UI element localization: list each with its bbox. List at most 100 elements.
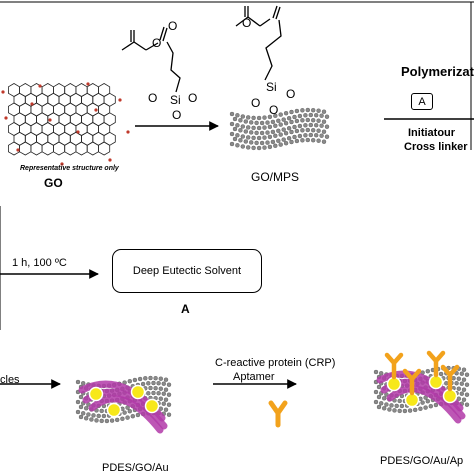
carbon-atom <box>78 394 84 400</box>
oxygen-group <box>1 90 5 94</box>
go-label: GO <box>44 176 63 190</box>
oxygen-group <box>94 108 98 112</box>
carbon-atom <box>413 407 418 413</box>
carbon-atom <box>148 375 153 381</box>
carbon-atom <box>265 140 270 145</box>
carbon-atom <box>389 403 394 408</box>
bound-aptamer <box>426 350 446 378</box>
carbon-atom <box>399 403 405 409</box>
carbon-atom <box>286 125 292 131</box>
carbon-atom <box>235 123 240 128</box>
des-letter: A <box>181 302 190 316</box>
carbon-atom <box>109 418 115 423</box>
polymer-strand <box>386 385 462 424</box>
carbon-atom <box>245 135 251 140</box>
carbon-atom <box>251 135 256 141</box>
carbon-atom <box>158 396 164 401</box>
carbon-atom <box>289 129 294 135</box>
carbon-atom <box>300 108 305 113</box>
carbon-atom <box>273 123 278 129</box>
carbon-atom <box>153 386 158 391</box>
carbon-atom <box>140 381 146 387</box>
carbon-atom <box>461 387 467 392</box>
carbon-atom <box>373 389 379 395</box>
carbon-atom <box>143 376 148 381</box>
lattice-hexagon <box>53 141 66 156</box>
carbon-atom <box>379 371 384 376</box>
des-box: Deep Eutectic Solvent <box>112 249 262 293</box>
carbon-atom <box>163 407 169 412</box>
carbon-atom <box>420 400 425 405</box>
carbon-atom <box>382 396 387 401</box>
carbon-atom <box>135 412 141 418</box>
carbon-atom <box>283 130 289 136</box>
carbon-atom <box>324 134 330 139</box>
carbon-atom <box>251 125 256 131</box>
carbon-atom <box>276 128 281 134</box>
carbon-atom <box>158 406 164 411</box>
carbon-atom <box>464 382 470 387</box>
carbon-atom <box>305 107 310 113</box>
carbon-atom <box>461 367 467 372</box>
carbon-atom <box>407 408 413 413</box>
reagent-o-bottom: O <box>172 108 182 122</box>
mps-o-bottom: O <box>269 103 279 117</box>
carbon-atom <box>166 402 172 407</box>
carbon-atom <box>464 392 470 397</box>
carbon-atom <box>297 113 303 119</box>
carbon-atom <box>238 138 243 143</box>
carbon-atom <box>303 133 308 138</box>
carbon-atom <box>456 376 461 381</box>
particles-label: cles <box>0 374 20 386</box>
mps-carbonyl-o: O <box>242 16 252 30</box>
oxygen-group <box>38 84 42 88</box>
carbon-atom <box>314 132 319 138</box>
carbon-atom <box>433 402 439 408</box>
carbon-atom <box>86 412 91 417</box>
carbon-atom <box>94 418 99 423</box>
carbon-atom <box>238 118 243 123</box>
carbon-atom <box>305 137 310 143</box>
carbon-atom <box>101 413 107 419</box>
carbon-atom <box>240 134 246 139</box>
carbon-atom <box>153 376 158 381</box>
carbon-atom <box>96 413 101 419</box>
carbon-atom <box>235 133 240 138</box>
carbon-atom <box>254 120 259 126</box>
carbon-atom <box>151 390 156 396</box>
carbon-atom <box>127 379 133 384</box>
carbon-atom <box>316 128 321 133</box>
carbon-atom <box>235 113 240 118</box>
gold-nanoparticle <box>404 392 420 408</box>
carbon-atom <box>324 124 330 129</box>
carbon-atom <box>297 133 303 139</box>
carbon-atom <box>114 417 120 423</box>
carbon-atom <box>464 402 470 407</box>
carbon-atom <box>425 369 430 374</box>
carbon-atom <box>265 120 270 125</box>
carbon-atom <box>262 125 267 130</box>
carbon-atom <box>229 121 235 127</box>
carbon-atom <box>376 404 382 410</box>
carbon-atom <box>297 123 303 129</box>
carbon-atom <box>158 376 164 381</box>
mps-grafted-structure <box>235 5 282 81</box>
carbon-atom <box>120 416 125 421</box>
carbon-atom <box>321 129 327 134</box>
oxygen-group <box>118 98 122 102</box>
carbon-atom <box>321 109 327 114</box>
crosslinker-label: Cross linker <box>404 141 468 153</box>
carbon-atom <box>256 135 262 141</box>
carbon-atom <box>402 408 408 414</box>
carbon-atom <box>232 126 238 132</box>
carbon-atom <box>376 384 382 390</box>
carbon-atom <box>292 114 297 120</box>
carbon-atom <box>267 114 273 120</box>
carbon-atom <box>392 408 397 413</box>
carbon-atom <box>456 396 461 401</box>
carbon-atom <box>308 122 313 128</box>
carbon-atom <box>251 115 256 121</box>
carbon-atom <box>161 381 167 386</box>
des-conditions: 1 h, 100 ºC <box>12 257 67 269</box>
